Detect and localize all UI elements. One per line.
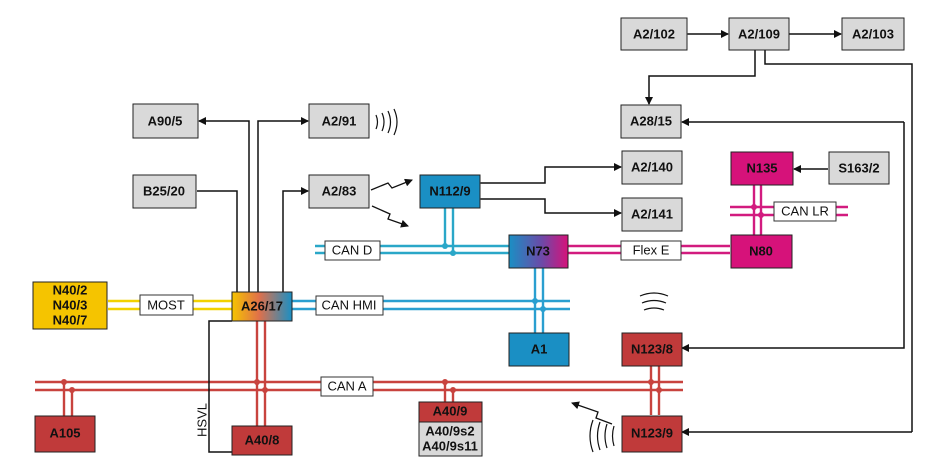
can-hmi-label: CAN HMI [322,297,377,312]
a40-8-box[interactable] [231,425,293,456]
n112-9-label: N112/9 [429,183,470,198]
n40-box[interactable] [32,281,108,330]
b25-20-label: B25/20 [143,183,185,198]
can-a-label: CAN A [327,378,366,393]
s163-2-label: S163/2 [838,160,879,175]
a28-15-label: A28/15 [630,113,672,128]
a1-box[interactable] [508,332,570,367]
radio-waves-icon [639,292,669,311]
hsvl-label: HSVL [194,403,209,437]
a2-103-box[interactable] [841,17,905,51]
a2-91-box[interactable] [308,103,370,139]
junction-dot [758,212,764,218]
n123-8-label: N123/8 [631,341,673,356]
can-a-bus [35,321,683,426]
flex-e-label: Flex E [633,242,670,257]
n40-label-2: N40/3 [53,297,88,312]
a40-9-subs-box[interactable] [418,421,483,457]
junction-dot [254,379,260,385]
n135-box[interactable] [730,151,794,186]
s163-2-box[interactable] [828,151,890,185]
a1-label: A1 [531,341,548,356]
a2-83-label: A2/83 [322,183,357,198]
a90-5-box[interactable] [132,103,199,139]
flex-e-label-box [620,240,682,261]
a2-102-box[interactable] [620,17,688,51]
a40-9-label: A40/9 [433,403,468,418]
n123-8-box[interactable] [621,332,683,367]
n123-9-label: N123/9 [631,425,673,440]
a2-109-label: A2/109 [738,26,780,41]
junction-dot [262,387,268,393]
n112-9-box[interactable] [419,174,481,209]
a2-109-box[interactable] [728,17,790,51]
n80-box[interactable] [730,234,793,269]
a28-15-box[interactable] [620,104,682,139]
n123-9-box[interactable] [621,415,683,453]
can-d-label: CAN D [332,242,372,257]
can-lr-label: CAN LR [781,203,829,218]
n73-label: N73 [526,243,550,258]
can-a-label-box [320,376,374,397]
radio-waves-icon [589,419,615,453]
a105-label: A105 [49,425,80,440]
a2-141-box[interactable] [621,197,683,232]
junction-dot [450,387,456,393]
a40-9s2-label: A40/9s2 [425,423,474,438]
n40-label-1: N40/2 [53,282,88,297]
most-label: MOST [147,297,185,312]
n73-box[interactable] [508,234,569,269]
junction-dot [61,379,67,385]
a2-140-label: A2/140 [631,159,673,174]
a90-5-label: A90/5 [148,113,183,128]
junction-dot [751,204,757,210]
wireless-link-icon [370,178,613,425]
can-hmi-label-box [315,295,384,316]
junction-dot [540,306,546,312]
a26-17-label: A26/17 [241,298,283,313]
radio-waves-icon [375,108,398,136]
a40-9s11-label: A40/9s11 [422,438,478,453]
a2-102-label: A2/102 [633,26,675,41]
junction-dot [656,387,662,393]
a2-91-label: A2/91 [322,113,357,128]
junction-dot [69,387,75,393]
n80-label: N80 [749,243,773,258]
a26-17-box[interactable] [231,291,293,322]
a40-8-label: A40/8 [245,432,280,447]
junction-dot [450,250,456,256]
junction-dot [442,379,448,385]
b25-20-box[interactable] [132,174,197,209]
n40-label-3: N40/7 [53,312,88,327]
junction-dot [532,298,538,304]
junction-dot [648,379,654,385]
can-lr-label-box [773,201,837,222]
a2-140-box[interactable] [621,150,683,185]
n135-label: N135 [746,160,777,175]
a105-box[interactable] [34,415,96,453]
junction-dot [442,243,448,249]
a2-103-label: A2/103 [852,26,894,41]
a2-141-label: A2/141 [631,206,673,221]
can-d-label-box [324,240,381,261]
most-label-box [139,294,194,316]
a2-83-box[interactable] [308,174,370,209]
signal-wires [197,30,913,453]
